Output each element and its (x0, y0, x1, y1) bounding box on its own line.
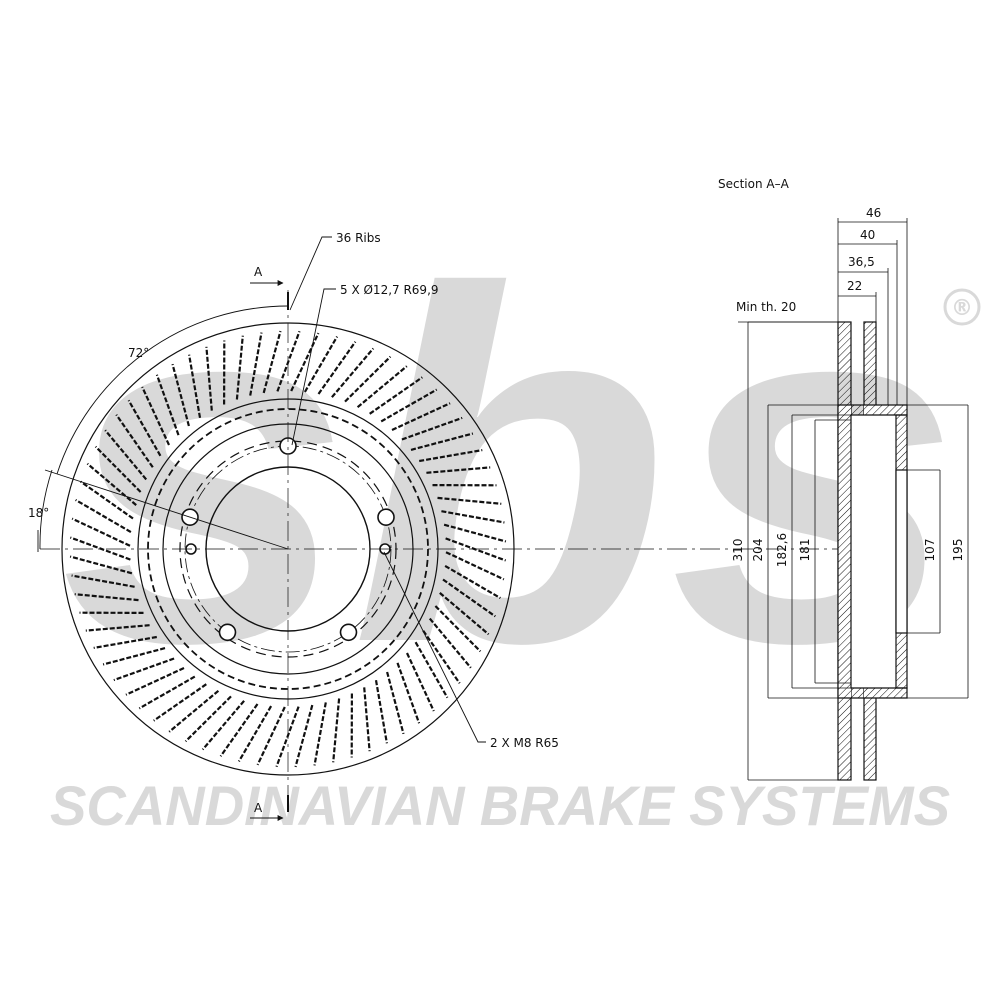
dim-diameter-107: 107 (923, 539, 937, 562)
bolt-holes-label: 5 X Ø12,7 R69,9 (340, 283, 439, 297)
dim-thickness-22: 22 (847, 279, 862, 293)
angle-18-label: 18° (28, 506, 49, 520)
logo-text: sbs (60, 187, 960, 746)
slogan-text: SCANDINAVIAN BRAKE SYSTEMS (50, 774, 950, 837)
ribs-label: 36 Ribs (336, 231, 381, 245)
bolt-hole (220, 624, 236, 640)
dim-diameter-181: 181 (798, 539, 812, 562)
section-marker-top: A (254, 265, 263, 279)
dim-thickness-40: 40 (860, 228, 875, 242)
center-bore-section (896, 470, 907, 633)
dim-diameter-310: 310 (731, 539, 745, 562)
angle-72-label: 72° (128, 346, 149, 360)
section-title: Section A–A (718, 177, 790, 191)
dim-diameter-195: 195 (951, 539, 965, 562)
bolt-hole (378, 509, 394, 525)
min-thickness-label: Min th. 20 (736, 300, 796, 314)
dim-diameter-182-6: 182,6 (775, 533, 789, 567)
section-marker-bottom: A (254, 801, 263, 815)
dim-thickness-46: 46 (866, 206, 881, 220)
thread-holes-label: 2 X M8 R65 (490, 736, 559, 750)
bolt-hole (341, 624, 357, 640)
dim-diameter-204: 204 (751, 539, 765, 562)
dim-thickness-36-5: 36,5 (848, 255, 875, 269)
registered-mark: ® (951, 296, 973, 321)
